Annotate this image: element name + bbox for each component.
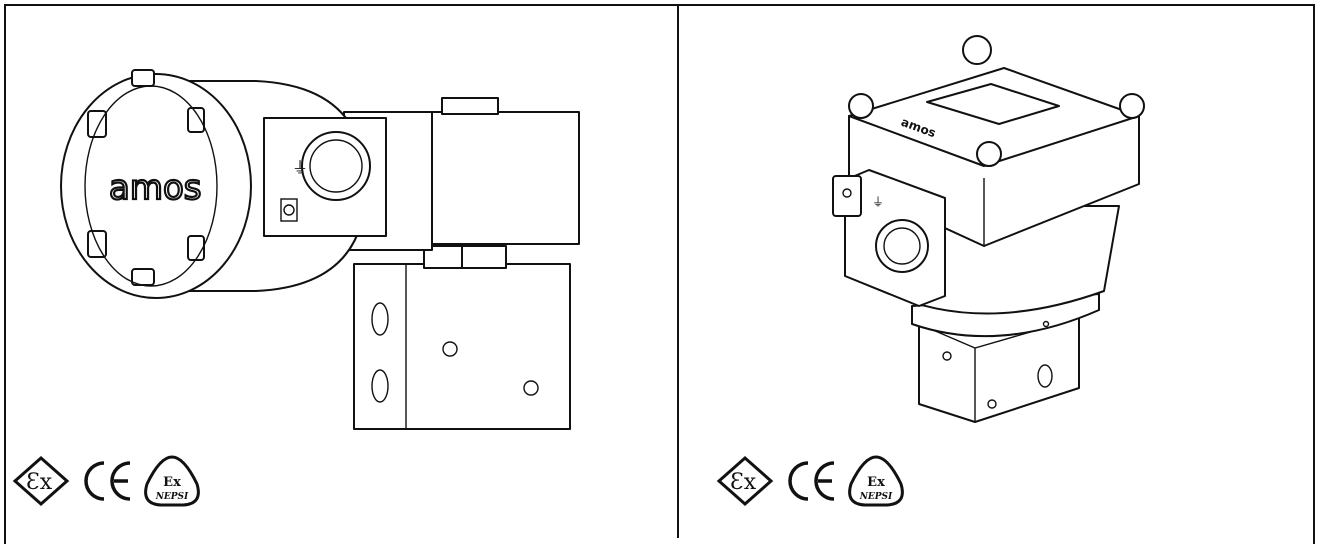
atex-ex-mark: Ɛx [716, 455, 774, 507]
svg-text:Ex: Ex [163, 475, 181, 490]
svg-text:Ɛx: Ɛx [730, 470, 757, 495]
panel-left: ⏚ amos Ɛx Ex NEPSI [6, 6, 677, 538]
certification-marks-left: Ɛx Ex NEPSI [12, 454, 203, 514]
panel-right: amos ⏚ Ɛx Ex NEPSI [679, 6, 1313, 538]
svg-text:NEPSI: NEPSI [155, 492, 189, 502]
ce-mark [788, 461, 835, 501]
ce-mark [84, 461, 131, 501]
nepsi-mark: Ex NEPSI [144, 455, 200, 507]
document-frame [4, 4, 1315, 544]
svg-text:Ɛx: Ɛx [26, 470, 53, 495]
svg-text:⏚: ⏚ [872, 195, 884, 209]
solenoid-isometric-view-illustration: amos ⏚ [832, 35, 1145, 423]
svg-text:⏚: ⏚ [292, 158, 308, 177]
brand-logo-left: amos [109, 168, 201, 208]
svg-text:Ex: Ex [867, 475, 885, 490]
certification-marks-right: Ɛx Ex NEPSI [716, 454, 907, 514]
atex-ex-mark: Ɛx [12, 455, 70, 507]
solenoid-side-view-illustration: ⏚ amos [60, 69, 580, 430]
svg-text:NEPSI: NEPSI [859, 492, 893, 502]
panel-divider [677, 4, 679, 538]
nepsi-mark: Ex NEPSI [848, 455, 904, 507]
